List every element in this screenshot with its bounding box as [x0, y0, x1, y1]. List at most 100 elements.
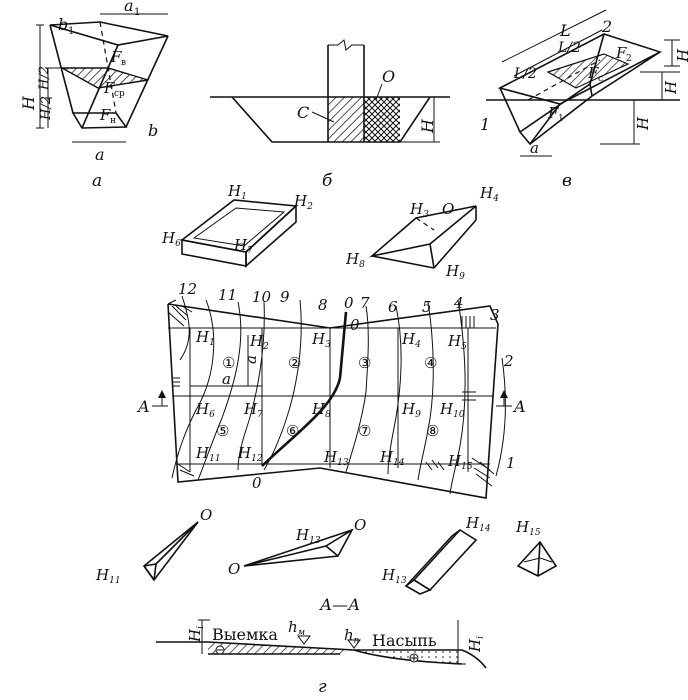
label-fn: F: [99, 106, 111, 124]
label-H2-v: H: [674, 48, 688, 63]
cell-7: ⑦: [358, 422, 371, 440]
label-L2-right: L/2: [557, 40, 581, 56]
label-Hsr: H: [662, 80, 680, 95]
prism-H14: H14: [465, 514, 491, 534]
label-Fc-sub: c: [598, 74, 603, 84]
label-a-v: a: [530, 139, 539, 157]
label-a1: a: [124, 0, 134, 15]
solid-small: H15: [515, 518, 558, 577]
contour-num-11: 11: [218, 286, 237, 304]
label-point-2: 2: [601, 17, 612, 36]
label-C: C: [297, 103, 309, 122]
label-box-H6: H6: [161, 229, 181, 249]
wedge-O-left: O: [228, 560, 240, 578]
label-b: b: [148, 121, 158, 140]
contour-num-12: 12: [178, 280, 197, 298]
label-F2: F: [615, 44, 627, 62]
label-F1: F: [547, 104, 559, 122]
node-H5: H5: [447, 332, 467, 352]
panel-v: L L/2 L/2 1 2 F 1 F 2 F c H H H a в: [480, 9, 688, 191]
label-a1-sub: 1: [134, 7, 140, 18]
grid-cells: ① ② ③ ④ ⑤ ⑥ ⑦ ⑧: [216, 354, 439, 440]
prism-H13: H13: [381, 566, 407, 586]
grid-top-numbers: 12 11 10 9 8 0 7 6 5 4 3 2 1 0 0: [178, 280, 516, 492]
label-wedge-H3: H3: [409, 200, 429, 220]
zero-line-top: 0: [350, 316, 360, 334]
pyramid-H: H11: [95, 566, 121, 586]
label-F1-sub: 1: [558, 114, 564, 124]
node-H6: H6: [195, 400, 215, 420]
contour-num-1: 1: [506, 454, 516, 472]
panel-b: C O H б: [210, 39, 450, 191]
label-L2-left: L/2: [513, 66, 537, 82]
panel-a: a 1 b 1 F в F ср F н H H/2 H/2 a b а: [19, 0, 169, 191]
label-box-H2: H2: [293, 192, 313, 212]
label-H1-v: H: [634, 116, 652, 131]
label-side-a-horizontal: a: [222, 370, 231, 388]
contour-num-2: 2: [503, 352, 514, 370]
section-title: А—А: [319, 595, 360, 614]
label-H-half-bottom: H/2: [39, 96, 54, 121]
contour-num-8: 8: [318, 296, 328, 314]
caption-b: б: [322, 171, 333, 191]
label-H-b: H: [418, 118, 437, 134]
label-cut: Выемка: [212, 625, 278, 644]
section-A-right: A: [512, 397, 526, 416]
label-a: a: [95, 145, 105, 164]
label-H-half-top: H/2: [37, 66, 52, 91]
node-H12: H12: [237, 444, 263, 464]
node-H7: H7: [243, 400, 263, 420]
node-H11: H11: [195, 444, 221, 464]
label-O: O: [382, 67, 395, 86]
label-Hi-left: Hi: [186, 626, 206, 643]
section-aa: А—А Выемка Насыпь hм hп Hi Hi г: [156, 595, 487, 697]
grid-plan: A A a a: [136, 295, 526, 499]
node-H15: H15: [447, 452, 473, 472]
label-box-H1: H1: [227, 182, 247, 202]
cell-3: ③: [358, 354, 371, 372]
wedge-O-right: O: [354, 516, 366, 534]
label-H: H: [19, 95, 38, 111]
node-H14: H14: [379, 448, 405, 468]
label-fill: Насыпь: [372, 631, 437, 650]
contour-num-4: 4: [453, 294, 464, 312]
label-Hi-right: Hi: [466, 636, 486, 653]
cell-8: ⑧: [426, 422, 439, 440]
label-fsr: F: [103, 79, 115, 97]
label-point-1: 1: [480, 115, 490, 134]
caption-g: г: [318, 677, 327, 697]
label-fsr-sub: ср: [114, 89, 125, 99]
label-fv: F: [110, 48, 122, 66]
label-hp: hп: [344, 626, 360, 646]
node-H2: H2: [249, 332, 269, 352]
contour-num-6: 6: [388, 298, 398, 316]
label-wedge-O: O: [442, 200, 454, 218]
small-H: H15: [515, 518, 541, 538]
solid-wedge: H13 O O: [228, 516, 366, 578]
cell-2: ②: [288, 354, 301, 372]
cell-1: ①: [222, 354, 235, 372]
label-hm: hм: [288, 618, 305, 638]
node-H10: H10: [439, 400, 465, 420]
prism-wedge: H3 O H4 H8 H9: [345, 184, 499, 282]
solid-pyramid: H11 O: [95, 506, 212, 586]
contour-num-0: 0: [344, 294, 354, 312]
contour-num-5: 5: [422, 298, 432, 316]
label-side-a-vertical: a: [242, 355, 260, 364]
node-H3: H3: [311, 330, 331, 350]
label-fn-sub: н: [110, 116, 116, 126]
caption-v: в: [562, 171, 572, 191]
grid-node-labels: H1 H2 H3 H4 H5 H6 H7 H8 H9 H10 H11 H12 H…: [195, 328, 473, 472]
label-wedge-H4: H4: [479, 184, 499, 204]
contour-num-10: 10: [252, 288, 272, 306]
label-b1: b: [58, 15, 68, 34]
node-H9: H9: [401, 400, 421, 420]
cell-4: ④: [424, 354, 437, 372]
node-H1: H1: [195, 328, 215, 348]
contour-num-9: 9: [280, 288, 290, 306]
label-fv-sub: в: [121, 58, 126, 68]
section-A-left: A: [136, 397, 150, 416]
label-L: L: [559, 21, 571, 40]
caption-a: а: [92, 171, 102, 191]
